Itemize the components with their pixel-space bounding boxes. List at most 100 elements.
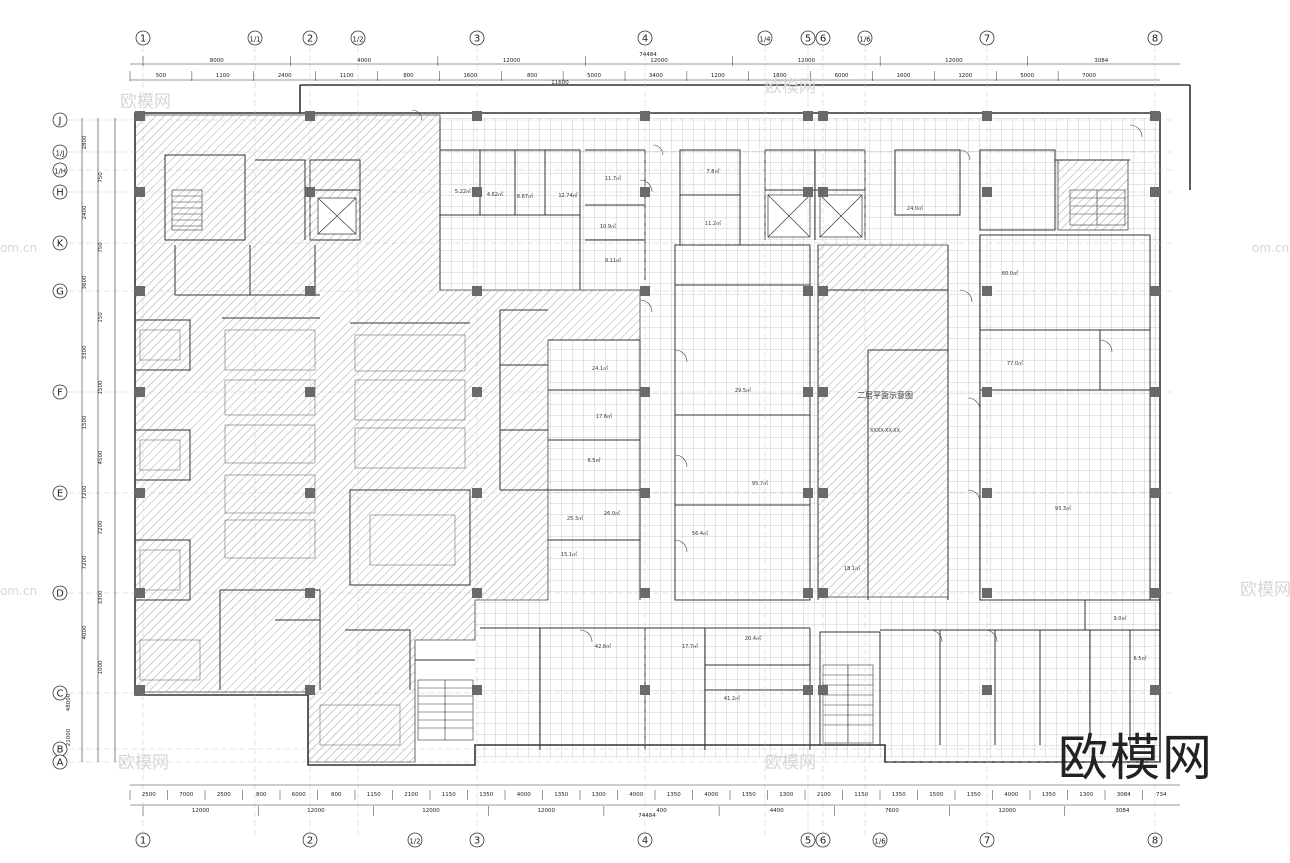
room-label-7: 10.9㎡ [600,223,616,230]
room-label-0: 5.22㎡ [455,188,471,195]
left-dimension-16: 48000 [66,693,72,711]
axis-left-8: D [52,585,68,601]
svg-text:1/6: 1/6 [874,838,886,846]
column-1-6 [982,187,992,197]
svg-text:1/J: 1/J [56,150,65,158]
top-overall-dimension: 74484 [639,52,657,58]
dim-top-2-2: 2400 [278,73,292,79]
dim-bot-1-27: 734 [1156,792,1167,798]
dim-top-2-7: 5000 [587,73,601,79]
dim-top-2-10: 1800 [773,73,787,79]
dim-bot-1-23: 4000 [1004,792,1018,798]
room-label-25: 24.0㎡ [907,205,923,212]
dim-top-2-14: 5000 [1020,73,1034,79]
column-3-3 [640,387,650,397]
svg-text:2: 2 [307,836,313,847]
axis-top-9: 1/6 [857,30,873,46]
column-3-4 [803,387,813,397]
dim-bot-1-14: 1350 [667,792,681,798]
svg-text:3: 3 [474,836,480,847]
column-5-7 [1150,588,1160,598]
axis-top-2: 2 [302,30,318,46]
column-3-2 [472,387,482,397]
dim-top-2-6: 800 [527,73,538,79]
room-label-11: 6.5㎡ [588,457,601,464]
desk-clusters [139,329,466,746]
column-6-0 [135,685,145,695]
column-1-1 [305,187,315,197]
left-dimension-6: 3300 [82,345,88,359]
dim-bot-1-2: 2500 [217,792,231,798]
column-6-7 [1150,685,1160,695]
dim-top-2-3: 1100 [340,73,354,79]
room-label-26: 60.0㎡ [1002,270,1018,277]
left-dimension-10: 7200 [82,485,88,499]
left-dimension-3: 750 [98,242,104,253]
room-label-8: 9.11㎡ [605,257,621,264]
dim-bot-1-13: 4000 [629,792,643,798]
axis-left-2: 1/H [52,162,68,178]
room-label-22: 9.0㎡ [1114,615,1127,622]
svg-text:4: 4 [642,34,648,45]
column-1-2 [472,187,482,197]
axis-bottom-9: 8 [1147,832,1163,848]
dim-bot-1-21: 1500 [929,792,943,798]
watermark-5: 欧模网 [1240,580,1290,600]
room-label-14: 56.4㎡ [692,530,708,537]
axis-top-11: 8 [1147,30,1163,46]
room-label-4: 11.7㎡ [605,175,621,182]
column-2-6 [982,286,992,296]
dim-top-2-11: 6000 [835,73,849,79]
svg-text:4: 4 [642,836,648,847]
dim-bot-1-7: 2100 [404,792,418,798]
watermark-url-2: om.cn [0,584,37,598]
axis-left-4: K [52,235,68,251]
column-0-1 [305,111,315,121]
bottom-overall-dimension: 74484 [638,813,656,819]
left-dimension-14: 4000 [82,625,88,639]
stair-cores [171,189,1126,744]
axis-left-6: F [52,384,68,400]
column-5-2 [472,588,482,598]
left-dimension-12: 7200 [82,555,88,569]
dim-bot-1-17: 1300 [779,792,793,798]
small-watermarks: 欧模网 欧模网 欧模网 欧模网 欧模网 om.cn om.cn om.cn [0,77,1290,773]
svg-text:2: 2 [307,34,313,45]
left-dimension-15: 1000 [98,660,104,674]
dim-bot-1-20: 1350 [892,792,906,798]
dim-top-2-9: 1200 [711,73,725,79]
axis-top-6: 1/4 [757,30,773,46]
axis-bottom-0: 1 [135,832,151,848]
axis-top-4: 3 [469,30,485,46]
room-label-1: 4.62㎡ [487,191,503,198]
axis-left-0: J [52,112,68,128]
room-label-2: 8.67㎡ [517,193,533,200]
dim-bot-1-16: 1350 [742,792,756,798]
dim-top-2-0: 500 [156,73,167,79]
svg-text:7: 7 [984,836,990,847]
column-5-0 [135,588,145,598]
axis-left-7: E [52,485,68,501]
column-0-3 [640,111,650,121]
watermark-url-1: om.cn [0,241,37,255]
axis-top-5: 4 [637,30,653,46]
dim-bot-1-3: 800 [256,792,267,798]
column-5-6 [982,588,992,598]
room-label-9: 24.1㎡ [592,365,608,372]
column-2-4 [803,286,813,296]
svg-text:J: J [58,116,62,127]
column-2-3 [640,286,650,296]
left-dimension-7: 1500 [98,380,104,394]
left-dimension-9: 4500 [98,450,104,464]
column-3-7 [1150,387,1160,397]
room-label-21: 41.2㎡ [724,695,740,702]
svg-text:1/1: 1/1 [249,36,260,44]
left-dimension-5: 150 [98,312,104,323]
left-dimension-4: 3600 [82,275,88,289]
svg-text:F: F [57,388,63,399]
